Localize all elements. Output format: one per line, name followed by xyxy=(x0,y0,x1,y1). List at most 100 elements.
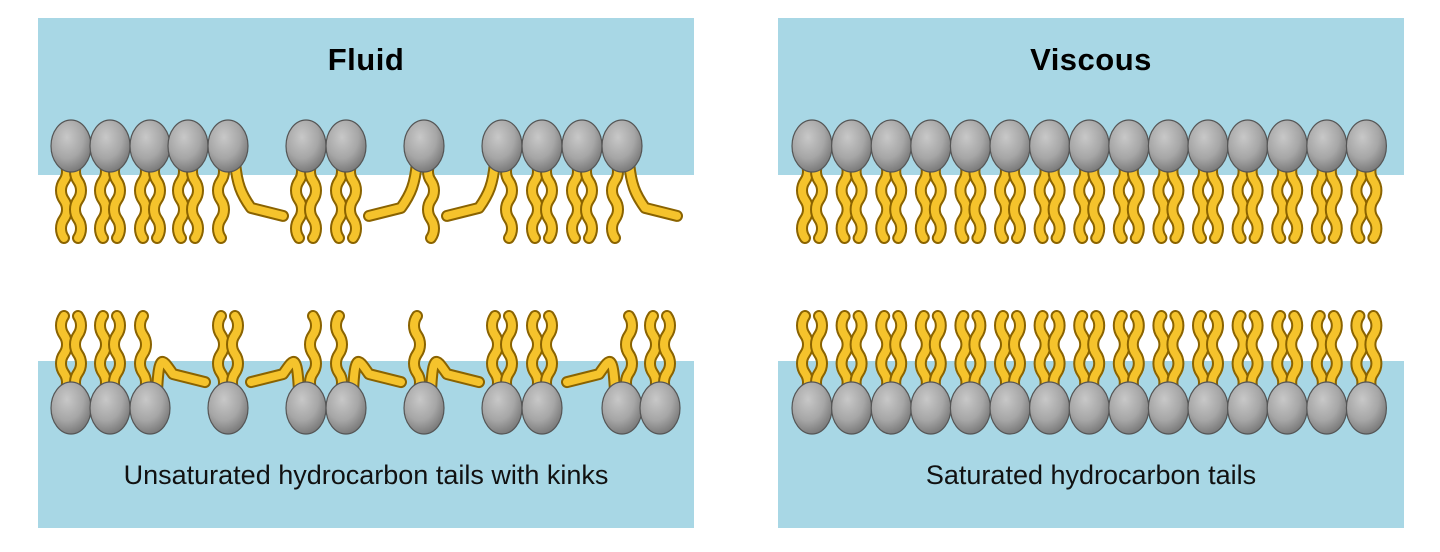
phosphate-head xyxy=(1147,381,1189,435)
phosphate-head xyxy=(481,381,523,435)
phospholipid xyxy=(1266,119,1308,244)
phosphate-head xyxy=(325,119,367,173)
phosphate-head xyxy=(791,381,833,435)
phosphate-head xyxy=(601,381,643,435)
phospholipid xyxy=(1187,119,1229,244)
fluid-membrane-panel: Fluid Unsaturated hydrocarbon tails with… xyxy=(38,18,694,528)
phosphate-head xyxy=(207,119,249,173)
phosphate-head xyxy=(50,119,92,173)
phospholipid xyxy=(1345,310,1388,435)
phospholipid xyxy=(639,310,681,435)
phosphate-head xyxy=(949,119,991,173)
viscous-caption: Saturated hydrocarbon tails xyxy=(925,460,1257,490)
phosphate-head xyxy=(1108,381,1150,435)
phosphate-head xyxy=(325,381,367,435)
phosphate-head xyxy=(830,381,873,435)
phosphate-head xyxy=(1266,119,1308,173)
phospholipid xyxy=(791,310,833,435)
phosphate-head xyxy=(129,381,171,435)
phospholipid xyxy=(325,119,367,244)
phosphate-head xyxy=(561,119,603,173)
phospholipid xyxy=(561,310,643,435)
phosphate-head xyxy=(1187,381,1229,435)
viscous-membrane-panel: Viscous Saturated hydrocarbon tails xyxy=(778,18,1404,528)
phosphate-head xyxy=(1108,119,1150,173)
phosphate-head xyxy=(89,119,131,173)
phospholipid xyxy=(129,310,211,435)
phosphate-head xyxy=(1147,119,1189,173)
phosphate-head xyxy=(870,119,912,173)
phospholipid xyxy=(403,310,485,435)
phosphate-head xyxy=(1345,119,1388,173)
phosphate-head xyxy=(870,381,912,435)
phospholipid xyxy=(1227,310,1269,435)
phospholipid xyxy=(325,310,407,435)
phosphate-head xyxy=(1306,119,1348,173)
phospholipid xyxy=(167,119,209,244)
phospholipid xyxy=(521,119,563,244)
phosphate-head xyxy=(50,381,92,435)
phospholipid xyxy=(1306,119,1348,244)
phosphate-head xyxy=(521,381,563,435)
phospholipid xyxy=(1108,310,1150,435)
phosphate-head xyxy=(910,119,952,173)
phospholipid xyxy=(830,310,873,435)
phospholipid xyxy=(1266,310,1308,435)
phosphate-head xyxy=(989,119,1031,173)
phospholipid xyxy=(910,310,952,435)
phospholipid xyxy=(441,119,523,244)
phosphate-head xyxy=(1345,381,1388,435)
phospholipid xyxy=(1068,119,1110,244)
phospholipid xyxy=(791,119,833,244)
phosphate-head xyxy=(830,119,873,173)
phosphate-head xyxy=(639,381,681,435)
phosphate-head xyxy=(129,119,171,173)
phosphate-head xyxy=(1227,381,1269,435)
phospholipid xyxy=(245,310,327,435)
phospholipid xyxy=(870,119,912,244)
phospholipid xyxy=(50,119,92,244)
phospholipid xyxy=(363,119,445,244)
phospholipid xyxy=(521,310,563,435)
phospholipid xyxy=(1029,119,1071,244)
phospholipid xyxy=(1187,310,1229,435)
phospholipid xyxy=(1108,119,1150,244)
phospholipid xyxy=(601,119,683,244)
phosphate-head xyxy=(1068,119,1110,173)
phospholipid xyxy=(129,119,171,244)
phosphate-head xyxy=(949,381,991,435)
phosphate-head xyxy=(403,381,445,435)
phospholipid xyxy=(207,310,249,435)
phosphate-head xyxy=(89,381,131,435)
phospholipid xyxy=(1306,310,1348,435)
phospholipid xyxy=(89,119,131,244)
phospholipid xyxy=(1147,310,1189,435)
phosphate-head xyxy=(285,381,327,435)
fluid-bilayer-diagram xyxy=(38,18,694,528)
phosphate-head xyxy=(521,119,563,173)
intracellular-water-band xyxy=(38,361,694,528)
phospholipid xyxy=(1029,310,1071,435)
phosphate-head xyxy=(791,119,833,173)
phospholipid xyxy=(870,310,912,435)
phospholipid xyxy=(910,119,952,244)
phosphate-head xyxy=(1187,119,1229,173)
phosphate-head xyxy=(1029,381,1071,435)
phosphate-head xyxy=(910,381,952,435)
phosphate-head xyxy=(1227,119,1269,173)
phosphate-head xyxy=(1029,119,1071,173)
phosphate-head xyxy=(167,119,209,173)
phospholipid xyxy=(830,119,873,244)
phosphate-head xyxy=(989,381,1031,435)
viscous-title: Viscous xyxy=(1030,42,1152,77)
fluid-caption: Unsaturated hydrocarbon tails with kinks xyxy=(123,460,609,490)
viscous-bilayer-diagram xyxy=(778,18,1404,528)
phosphate-head xyxy=(285,119,327,173)
phosphate-head xyxy=(601,119,643,173)
phospholipid xyxy=(1345,119,1388,244)
phospholipid xyxy=(949,310,991,435)
phospholipid xyxy=(50,310,92,435)
phospholipid xyxy=(285,119,327,244)
phospholipid xyxy=(1068,310,1110,435)
phosphate-head xyxy=(481,119,523,173)
